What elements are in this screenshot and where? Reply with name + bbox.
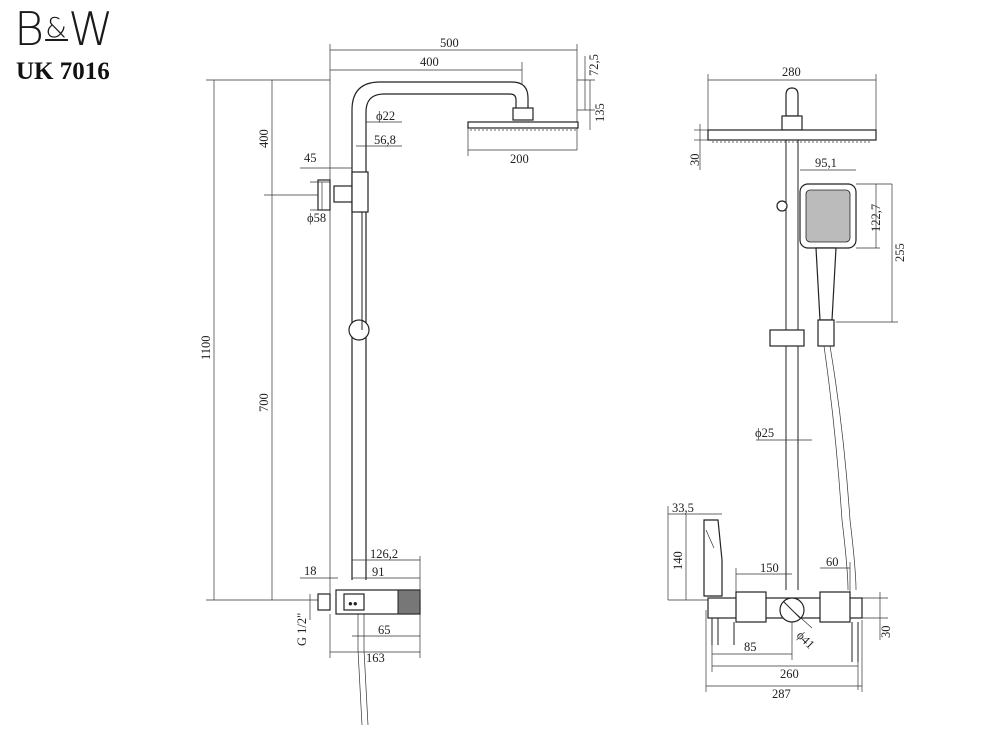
dim-30-bottom: 30 (879, 626, 893, 639)
dim-126-2: 126,2 (370, 547, 398, 561)
dim-400: 400 (420, 55, 439, 69)
dim-phi22: ϕ22 (376, 109, 395, 123)
dim-phi41: ϕ41 (794, 628, 817, 651)
svg-text:●●: ●● (348, 599, 358, 608)
dim-122-7: 122,7 (869, 204, 883, 232)
dim-140: 140 (671, 551, 685, 570)
dim-150: 150 (760, 561, 779, 575)
front-view: 280 30 ϕ25 95,1 122,7 255 (667, 65, 907, 701)
dim-260: 260 (780, 667, 799, 681)
dim-45: 45 (304, 151, 317, 165)
dim-91: 91 (372, 565, 385, 579)
dim-56-8: 56,8 (374, 133, 396, 147)
brand-logo: B&W (14, 2, 115, 56)
dim-135: 135 (593, 103, 607, 122)
dim-72-5: 72,5 (587, 54, 601, 76)
dim-255: 255 (893, 243, 907, 262)
dim-30-top: 30 (688, 154, 702, 167)
dim-60: 60 (826, 555, 839, 569)
dim-200: 200 (510, 152, 529, 166)
dim-85: 85 (744, 640, 757, 654)
dim-400-vertical: 400 (257, 129, 271, 148)
dim-1100: 1100 (199, 335, 213, 360)
dim-163: 163 (366, 651, 385, 665)
model-number: UK 7016 (16, 58, 110, 85)
dim-500: 500 (440, 36, 459, 50)
dim-33-5: 33,5 (672, 501, 694, 515)
dim-287: 287 (772, 687, 791, 701)
dim-phi25: ϕ25 (755, 426, 774, 440)
dim-95-1: 95,1 (815, 156, 837, 170)
dim-g-half: G 1/2" (295, 613, 309, 646)
dim-700: 700 (257, 393, 271, 412)
side-view: 500 400 72,5 135 200 ϕ22 56,8 45 1100 (199, 36, 607, 726)
dim-phi58: ϕ58 (307, 211, 326, 225)
dim-280: 280 (782, 65, 801, 79)
dim-18: 18 (304, 564, 317, 578)
dim-65: 65 (378, 623, 391, 637)
